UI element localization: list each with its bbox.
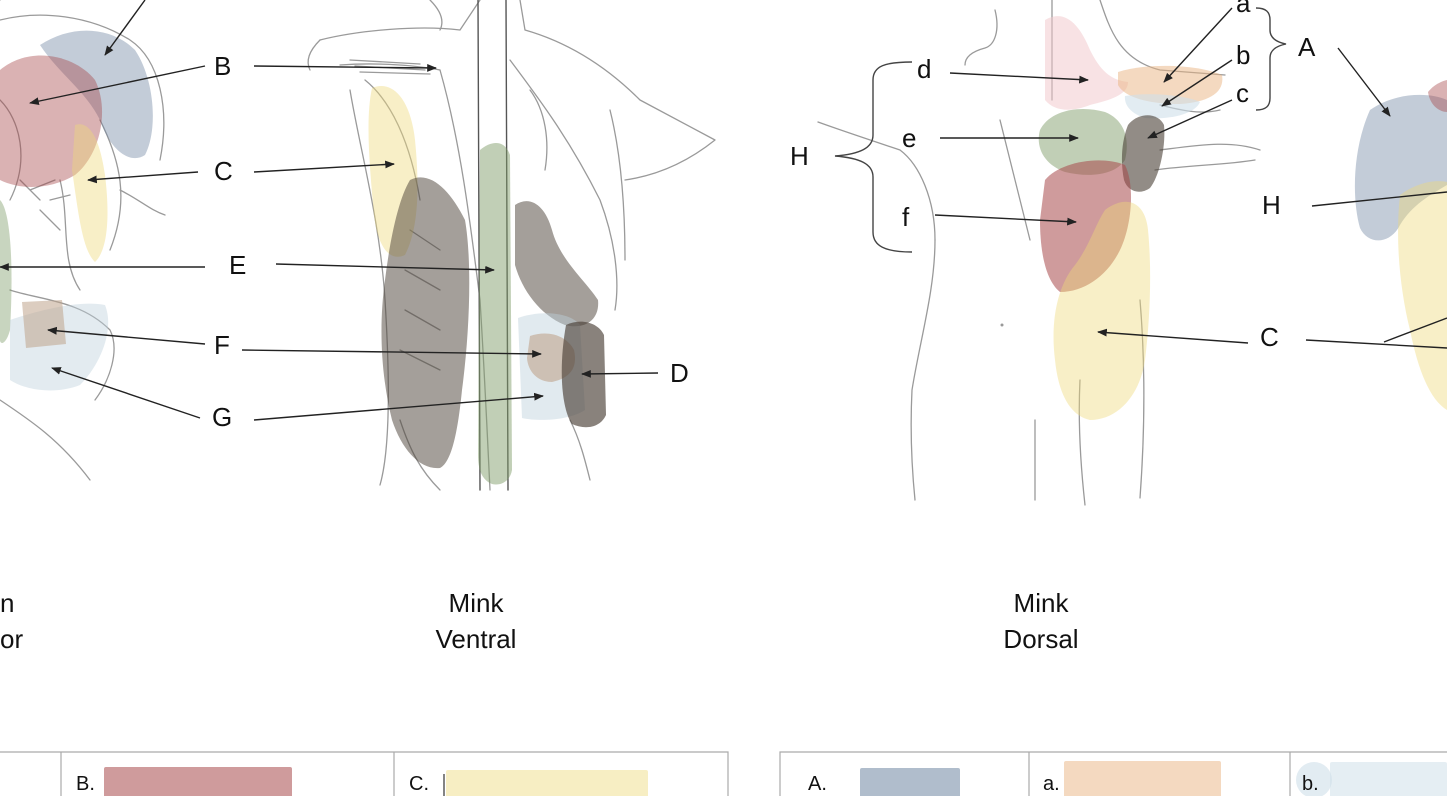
label-H-right-dorsal: H (1262, 190, 1281, 220)
label-c-dorsal: c (1236, 78, 1249, 108)
legend-left: B. C. (0, 751, 729, 796)
region-E-left (0, 200, 12, 343)
region-D-ventral-large (381, 177, 470, 469)
legend-swatch-B (104, 767, 292, 796)
legend-label-b: b. (1302, 773, 1319, 795)
region-F-left (22, 300, 66, 348)
caption-ventral-line2: Ventral (436, 624, 517, 654)
label-B-left: B (214, 51, 231, 81)
label-H-group-dorsal: H (790, 141, 809, 171)
region-B-dorsal-right (1428, 80, 1447, 112)
region-B-left (0, 55, 103, 187)
label-F-left: F (214, 330, 230, 360)
region-e-dorsal (1038, 109, 1127, 175)
caption-dorsal-line2: Dorsal (1003, 624, 1078, 654)
ventral-panel: D Mink Ventral (241, 0, 716, 654)
region-f-dorsal (1040, 160, 1132, 292)
caption-left-line1: n (0, 588, 14, 618)
legend-marker-b (1296, 762, 1332, 796)
region-C-left (72, 124, 108, 262)
label-a-dorsal: a (1236, 0, 1251, 18)
dorsal-muscle-regions (1038, 16, 1223, 420)
legend-label-C: C. (409, 773, 429, 795)
label-C-left: C (214, 156, 233, 186)
caption-dorsal-line1: Mink (1014, 588, 1070, 618)
label-b-dorsal: b (1236, 40, 1250, 70)
dorsal-braces (834, 7, 1287, 253)
dorsal-right-edge-regions (1354, 80, 1447, 410)
label-G-left: G (212, 402, 232, 432)
region-C-dorsal (1053, 201, 1151, 420)
legend-right: A. a. b. (779, 751, 1447, 796)
region-A-left (40, 30, 153, 159)
left-panel: B C E F G n or (0, 0, 246, 654)
legend-label-A: A. (808, 773, 827, 795)
region-E-ventral (478, 143, 512, 485)
label-f-dorsal: f (902, 202, 910, 232)
legend-swatch-A (860, 768, 960, 796)
ventral-arrows (241, 63, 659, 421)
dorsal-panel: a b c d e f H A H C Mink Dorsal (790, 0, 1447, 654)
dorsal-sketch (817, 0, 1261, 506)
legend-label-a: a. (1043, 773, 1060, 795)
label-E-left: E (229, 250, 246, 280)
label-D-ventral: D (670, 358, 689, 388)
label-e-dorsal: e (902, 123, 916, 153)
dorsal-arrows (934, 7, 1447, 349)
legend-swatch-b (1330, 762, 1447, 796)
left-panel-sketch (0, 0, 166, 481)
label-d-dorsal: d (917, 54, 931, 84)
label-C-dorsal: C (1260, 322, 1279, 352)
region-d-dorsal (1045, 16, 1128, 110)
left-panel-arrows (0, 0, 206, 419)
region-C-dorsal-right (1398, 181, 1447, 410)
legend-swatch-C (446, 770, 648, 796)
region-D-ventral-right (515, 201, 599, 327)
legend-swatch-a (1064, 761, 1221, 796)
label-A-dorsal: A (1298, 32, 1316, 62)
caption-left-line2: or (0, 624, 23, 654)
caption-ventral-line1: Mink (449, 588, 505, 618)
region-A-dorsal-right (1354, 94, 1447, 241)
legend-label-B: B. (76, 773, 95, 795)
left-panel-muscle-regions (0, 30, 153, 391)
